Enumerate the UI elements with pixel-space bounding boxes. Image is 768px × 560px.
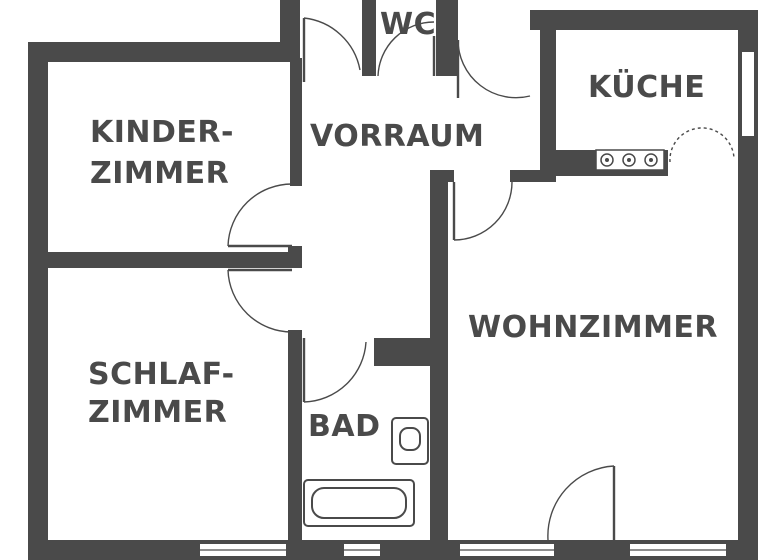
stove-icon xyxy=(595,149,665,171)
door-vorraum-right xyxy=(456,39,531,99)
door-entrance xyxy=(302,17,361,82)
wohnzimmer-wall-left xyxy=(430,170,448,560)
kinderzimmer-wall-right xyxy=(290,58,302,186)
outer-wall-top-left xyxy=(28,42,298,62)
label-wohnzimmer: WOHNZIMMER xyxy=(468,310,718,345)
label-bad: BAD xyxy=(308,409,381,444)
door-wohnzimmer xyxy=(452,181,513,241)
window-kueche xyxy=(742,52,754,136)
wall-stub-top-left xyxy=(280,0,300,62)
door-balcony xyxy=(547,465,616,541)
label-schlafzimmer-2: ZIMMER xyxy=(88,395,227,430)
bad-wall-top xyxy=(374,338,434,366)
bathtub-icon xyxy=(303,479,415,527)
door-bad xyxy=(302,338,367,403)
room-labels: WC KÜCHE KINDER- ZIMMER VORRAUM WOHNZIMM… xyxy=(88,7,718,444)
label-wc: WC xyxy=(380,7,436,42)
schlafzimmer-wall-right-lower xyxy=(288,330,302,560)
door-kinderzimmer xyxy=(227,183,293,248)
toilet-icon xyxy=(391,417,429,465)
door-wc xyxy=(377,21,436,77)
outer-wall-right xyxy=(738,10,758,560)
walls xyxy=(28,0,758,560)
label-vorraum: VORRAUM xyxy=(310,119,484,154)
door-kueche xyxy=(669,127,735,163)
kueche-wall-left xyxy=(540,10,556,180)
fixtures xyxy=(303,149,665,527)
label-kueche: KÜCHE xyxy=(588,68,705,105)
schlafzimmer-wall-right xyxy=(288,246,302,268)
wohnzimmer-wall-top-mid xyxy=(510,170,556,182)
wc-wall-right xyxy=(436,0,458,76)
outer-wall-top-right xyxy=(530,10,758,30)
door-schlafzimmer xyxy=(227,268,293,333)
label-schlafzimmer-1: SCHLAF- xyxy=(88,357,235,392)
doors xyxy=(227,17,735,541)
label-kinderzimmer-2: ZIMMER xyxy=(90,156,229,191)
outer-wall-left xyxy=(28,42,48,560)
kinder-schlaf-wall xyxy=(28,252,300,268)
label-kinderzimmer-1: KINDER- xyxy=(90,115,234,150)
wc-wall-left xyxy=(362,0,376,76)
windows xyxy=(200,52,754,556)
